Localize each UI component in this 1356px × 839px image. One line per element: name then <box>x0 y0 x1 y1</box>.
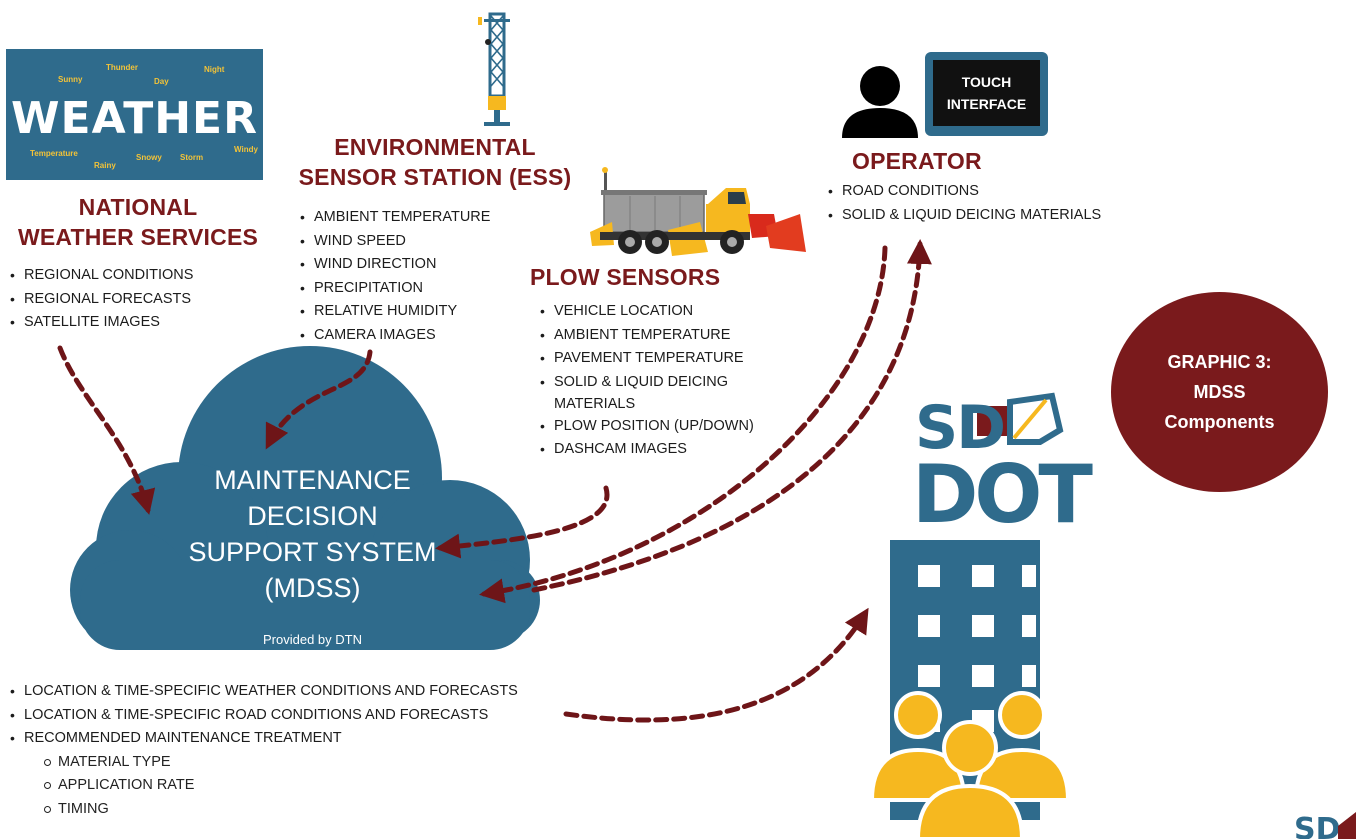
arrow-mdss-to-operator <box>531 239 932 593</box>
weather-word: Windy <box>234 145 258 154</box>
weather-word: Temperature <box>30 149 78 158</box>
list-item: ROAD CONDITIONS <box>826 180 1186 204</box>
mdss-line4: (MDSS) <box>264 573 361 603</box>
arrow-plow-to-mdss <box>435 485 610 559</box>
list-item: RECOMMENDED MAINTENANCE TREATMENT <box>8 727 518 751</box>
plow-truck-icon <box>590 167 806 256</box>
nws-heading: NATIONAL WEATHER SERVICES <box>0 192 276 252</box>
arrow-outputs-to-sddot <box>563 607 869 723</box>
mdss-title: MAINTENANCE DECISION SUPPORT SYSTEM (MDS… <box>140 462 485 606</box>
ess-list: AMBIENT TEMPERATURE WIND SPEED WIND DIRE… <box>298 206 490 347</box>
ess-heading: ENVIRONMENTAL SENSOR STATION (ESS) <box>288 132 582 192</box>
badge-line2: MDSS <box>1193 382 1246 402</box>
people-group-icon <box>869 691 1071 839</box>
weather-word: Thunder <box>106 63 138 72</box>
list-item: WIND DIRECTION <box>298 253 490 277</box>
weather-banner-image: Sunny Thunder Day Night Temperature Rain… <box>6 49 263 180</box>
list-item: SOLID & LIQUID DEICING MATERIALS <box>538 371 784 415</box>
operator-person-icon <box>842 66 918 138</box>
mdss-line2: DECISION <box>247 501 378 531</box>
screen-line2: INTERFACE <box>946 96 1027 112</box>
badge-line1: GRAPHIC 3: <box>1167 352 1272 372</box>
outputs-block: LOCATION & TIME-SPECIFIC WEATHER CONDITI… <box>8 680 518 821</box>
weather-word: Rainy <box>94 161 116 170</box>
nws-heading-line1: NATIONAL <box>78 194 198 220</box>
list-item: VEHICLE LOCATION <box>538 300 808 324</box>
corner-sd-logo-icon: SD <box>1294 812 1356 839</box>
weather-word: Snowy <box>136 153 162 162</box>
list-item: PLOW POSITION (UP/DOWN) <box>538 415 808 439</box>
list-item: AMBIENT TEMPERATURE <box>538 324 808 348</box>
list-item: RELATIVE HUMIDITY <box>298 300 490 324</box>
list-item: MATERIAL TYPE <box>42 751 518 775</box>
list-item: REGIONAL FORECASTS <box>8 288 193 312</box>
ess-heading-line1: ENVIRONMENTAL <box>334 134 536 160</box>
weather-tower-icon <box>478 12 510 126</box>
screen-line1: TOUCH <box>961 74 1012 90</box>
arrow-ess-to-mdss <box>265 349 373 450</box>
weather-word: Day <box>154 77 169 86</box>
weather-word: Storm <box>180 153 204 162</box>
ess-heading-line2: SENSOR STATION (ESS) <box>298 164 572 190</box>
mdss-provider: Provided by DTN <box>263 632 362 647</box>
mdss-line1: MAINTENANCE <box>214 465 411 495</box>
list-item: WIND SPEED <box>298 230 490 254</box>
weather-word: Sunny <box>58 75 83 84</box>
arrow-nws-to-mdss <box>57 345 156 515</box>
list-item: PRECIPITATION <box>298 277 490 301</box>
sddot-logo-dot: DOT <box>912 448 1093 541</box>
list-item: APPLICATION RATE <box>42 774 518 798</box>
nws-list: REGIONAL CONDITIONS REGIONAL FORECASTS S… <box>8 264 193 335</box>
svg-text:SD: SD <box>1294 812 1341 839</box>
graphic-title-badge: GRAPHIC 3: MDSS Components <box>1111 292 1328 492</box>
list-item: CAMERA IMAGES <box>298 324 490 348</box>
list-item: REGIONAL CONDITIONS <box>8 264 193 288</box>
list-item: AMBIENT TEMPERATURE <box>298 206 490 230</box>
plow-heading: PLOW SENSORS <box>530 264 721 290</box>
treatment-sublist: MATERIAL TYPE APPLICATION RATE TIMING <box>8 751 518 822</box>
list-item: SOLID & LIQUID DEICING MATERIALS <box>826 204 1186 228</box>
weather-word: Night <box>204 65 225 74</box>
plow-list: VEHICLE LOCATION AMBIENT TEMPERATURE PAV… <box>538 300 808 462</box>
weather-banner-title: WEATHER <box>10 93 258 144</box>
list-item: DASHCAM IMAGES <box>538 438 808 462</box>
operator-heading: OPERATOR <box>852 148 982 174</box>
touch-interface-monitor: TOUCH INTERFACE <box>925 52 1048 136</box>
sddot-logo-sd: SD <box>915 393 1006 463</box>
list-item: TIMING <box>42 798 518 822</box>
badge-line3: Components <box>1164 412 1275 432</box>
list-item: PAVEMENT TEMPERATURE <box>538 347 808 371</box>
monitor-screen: TOUCH INTERFACE <box>933 60 1040 126</box>
nws-heading-line2: WEATHER SERVICES <box>17 224 259 250</box>
list-item: SATELLITE IMAGES <box>8 311 193 335</box>
list-item: LOCATION & TIME-SPECIFIC ROAD CONDITIONS… <box>8 704 518 728</box>
mdss-line3: SUPPORT SYSTEM <box>188 537 437 567</box>
data-flow-arrows <box>57 239 932 723</box>
arrow-operator-to-mdss <box>479 245 888 604</box>
operator-list: ROAD CONDITIONS SOLID & LIQUID DEICING M… <box>826 180 1186 227</box>
outputs-list: LOCATION & TIME-SPECIFIC WEATHER CONDITI… <box>8 680 518 751</box>
list-item: LOCATION & TIME-SPECIFIC WEATHER CONDITI… <box>8 680 518 704</box>
